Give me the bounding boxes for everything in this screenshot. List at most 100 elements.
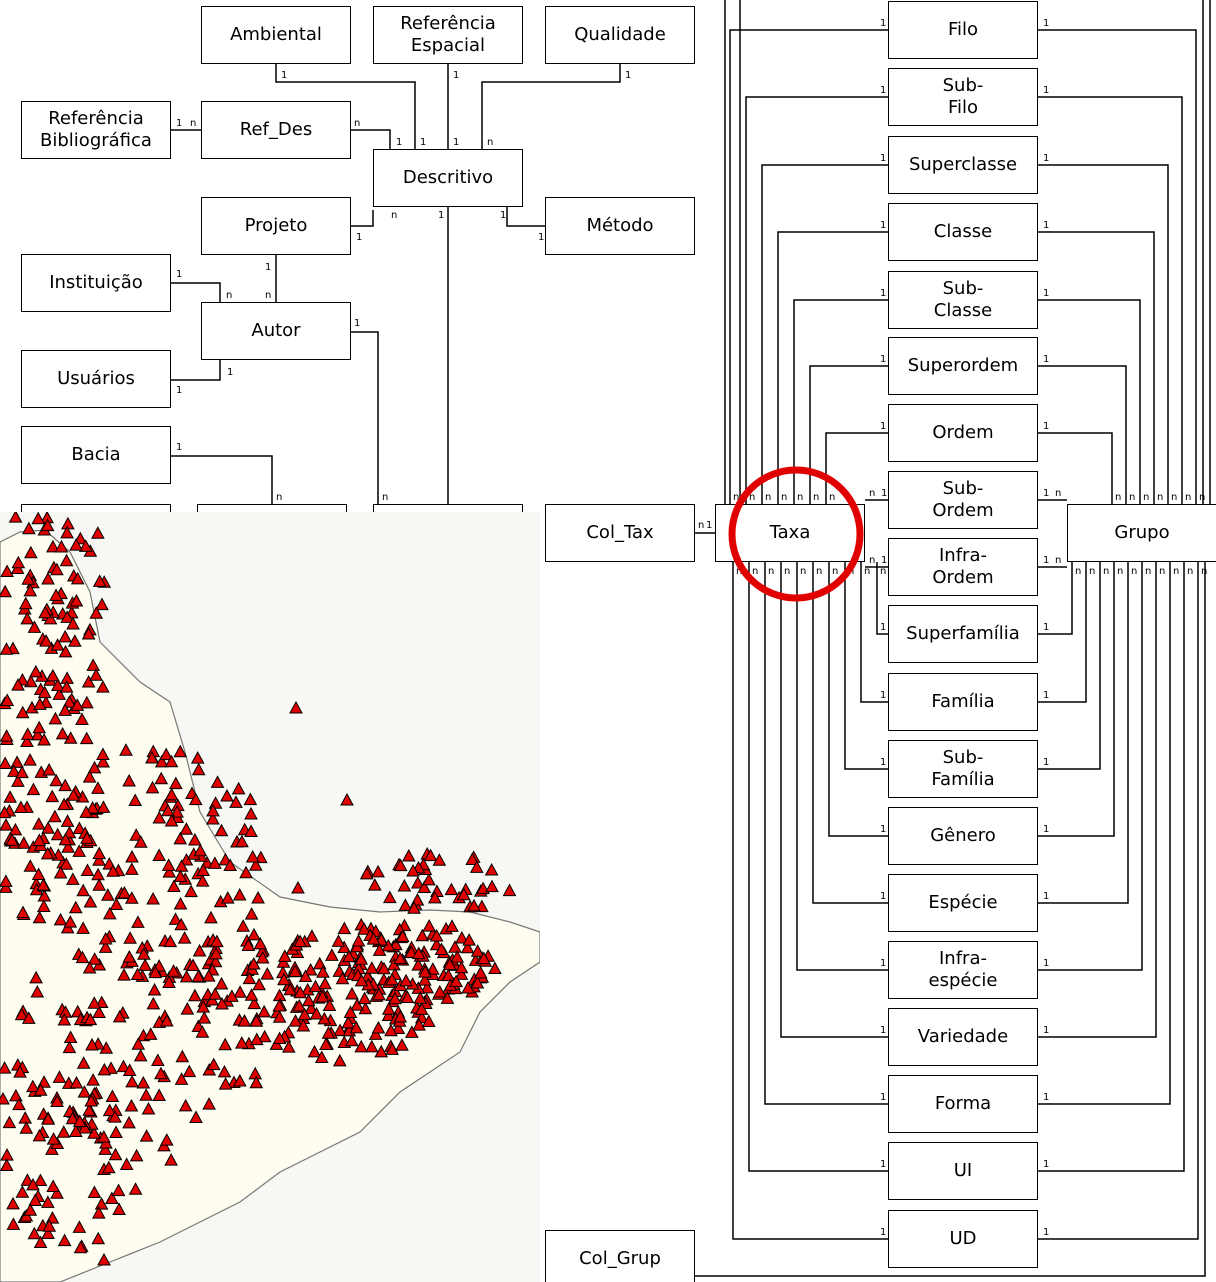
red-triangle-icon — [106, 864, 120, 877]
red-triangle-icon — [40, 1195, 55, 1208]
red-triangle-icon — [393, 858, 408, 872]
red-triangle-icon — [223, 858, 238, 871]
red-triangle-icon — [66, 788, 81, 801]
red-triangle-icon — [27, 620, 42, 633]
red-triangle-icon — [239, 865, 253, 879]
red-triangle-icon — [245, 850, 260, 863]
red-triangle-icon — [123, 931, 137, 944]
cardinality-label: n — [1157, 492, 1163, 503]
red-triangle-icon — [14, 1007, 29, 1021]
rank-connector — [764, 562, 888, 1105]
rank-connector — [1038, 562, 1185, 1172]
cardinality-label: 1 — [1043, 690, 1049, 701]
red-triangle-icon — [76, 883, 91, 897]
red-triangle-icon — [188, 832, 202, 846]
red-triangle-icon — [46, 539, 60, 553]
red-triangle-icon — [40, 518, 55, 532]
red-triangle-icon — [69, 1075, 84, 1089]
red-triangle-icon — [454, 930, 469, 944]
rank-connector — [1038, 231, 1155, 504]
rank-connector — [748, 562, 888, 1172]
red-triangle-icon — [63, 1030, 78, 1044]
red-triangle-icon — [13, 1065, 27, 1078]
cardinality-label: n — [1055, 555, 1061, 566]
rank-connector — [777, 231, 888, 504]
red-triangle-icon — [20, 611, 35, 625]
map-drawing — [0, 512, 540, 1282]
cardinality-label: n — [765, 492, 771, 503]
red-triangle-icon — [80, 695, 94, 709]
red-triangle-icon — [170, 805, 184, 818]
cardinality-label: n — [816, 566, 822, 577]
red-triangle-icon — [160, 1013, 174, 1027]
red-triangle-icon — [304, 1001, 319, 1014]
red-triangle-icon — [109, 897, 124, 911]
red-triangle-icon — [449, 974, 463, 988]
red-triangle-icon — [33, 1173, 48, 1186]
red-triangle-icon — [23, 1203, 38, 1216]
cardinality-label: n — [1187, 566, 1193, 577]
red-triangle-icon — [423, 848, 438, 862]
red-triangle-icon — [413, 991, 428, 1004]
red-triangle-icon — [164, 754, 179, 768]
red-triangle-icon — [244, 824, 258, 837]
red-triangle-icon — [354, 1039, 369, 1053]
red-triangle-icon — [341, 1015, 355, 1029]
red-triangle-icon — [61, 840, 75, 853]
red-triangle-icon — [98, 931, 113, 945]
red-triangle-icon — [288, 1014, 303, 1027]
red-triangle-icon — [131, 1037, 146, 1050]
rank-entity: UD — [888, 1210, 1038, 1268]
cardinality-label: 1 — [880, 421, 886, 432]
red-triangle-icon — [368, 1027, 383, 1040]
red-triangle-icon — [191, 762, 206, 776]
red-triangle-icon — [465, 852, 480, 865]
red-triangle-icon — [21, 572, 36, 585]
red-triangle-icon — [20, 727, 35, 740]
red-triangle-icon — [164, 1153, 178, 1166]
cardinality-label: n — [800, 566, 806, 577]
red-triangle-icon — [182, 1064, 197, 1078]
red-triangle-icon — [57, 1233, 72, 1247]
red-triangle-icon — [354, 952, 368, 965]
rank-connector — [809, 365, 888, 504]
red-triangle-icon — [87, 1185, 102, 1199]
cardinality-label: 1 — [1043, 288, 1049, 299]
red-triangle-icon — [204, 910, 218, 924]
red-triangle-icon — [42, 762, 56, 776]
occurrence-map — [0, 512, 540, 1282]
red-triangle-icon — [192, 943, 207, 957]
red-triangle-icon — [168, 776, 183, 790]
red-triangle-icon — [139, 1088, 153, 1101]
red-triangle-icon — [145, 780, 160, 794]
red-triangle-icon — [91, 781, 105, 794]
red-triangle-icon — [3, 790, 17, 803]
entity-ambiental: Ambiental — [201, 6, 351, 64]
red-triangle-icon — [0, 1061, 12, 1074]
red-triangle-icon — [131, 915, 145, 928]
cardinality-label: 1 — [1043, 1159, 1049, 1170]
cardinality-label: 1 — [1043, 891, 1049, 902]
red-triangle-icon — [46, 1132, 61, 1145]
red-triangle-icon — [385, 972, 399, 986]
rank-entity: Gênero — [888, 807, 1038, 865]
red-triangle-icon — [429, 928, 444, 942]
red-triangle-icon — [28, 1193, 43, 1207]
red-triangle-icon — [215, 996, 229, 1010]
red-triangle-icon — [432, 853, 447, 866]
red-triangle-icon — [193, 843, 208, 857]
rank-connector — [876, 562, 888, 635]
red-triangle-icon — [411, 946, 426, 960]
red-triangle-icon — [0, 1091, 10, 1105]
red-triangle-icon — [293, 934, 308, 948]
red-triangle-icon — [314, 1050, 329, 1064]
red-triangle-icon — [122, 949, 137, 963]
red-triangle-icon — [83, 1012, 98, 1026]
red-triangle-icon — [68, 1124, 83, 1137]
red-triangle-icon — [272, 1031, 287, 1045]
cardinality-label: 1 — [176, 269, 182, 280]
rank-connector — [1038, 96, 1183, 504]
red-triangle-icon — [454, 960, 469, 974]
rank-connector — [812, 562, 888, 904]
red-triangle-icon — [85, 1037, 99, 1051]
